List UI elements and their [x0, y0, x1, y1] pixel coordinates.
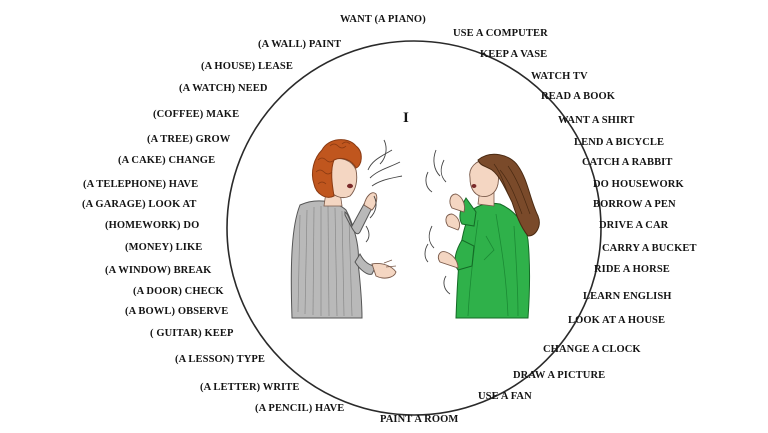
- label-borrow-a-pen: BORROW A PEN: [593, 199, 676, 210]
- label-ride-a-horse: RIDE A HORSE: [594, 264, 670, 275]
- label-a-lesson-type: (A LESSON) TYPE: [175, 354, 265, 365]
- label-catch-a-rabbit: CATCH A RABBIT: [582, 157, 673, 168]
- label-watch-tv: WATCH TV: [531, 71, 588, 82]
- label-do-housework: DO HOUSEWORK: [593, 179, 684, 190]
- label-learn-english: LEARN ENGLISH: [583, 291, 672, 302]
- label-change-a-clock: CHANGE A CLOCK: [543, 344, 641, 355]
- label-drive-a-car: DRIVE A CAR: [599, 220, 669, 231]
- speech-lines-right: [424, 149, 451, 295]
- label-homework-do: (HOMEWORK) DO: [105, 220, 200, 231]
- center-circle: [226, 40, 602, 416]
- label-use-a-computer: USE A COMPUTER: [453, 28, 548, 39]
- label-draw-a-picture: DRAW A PICTURE: [513, 370, 606, 381]
- label-a-watch-need: (A WATCH) NEED: [179, 83, 268, 94]
- label-a-telephone-have: (A TELEPHONE) HAVE: [83, 179, 199, 190]
- label-want-a-shirt: WANT A SHIRT: [558, 115, 635, 126]
- label-a-wall-paint: (A WALL) PAINT: [258, 39, 342, 50]
- woman-right-figure: [437, 153, 540, 319]
- center-label: I: [403, 110, 409, 126]
- label-carry-a-bucket: CARRY A BUCKET: [602, 243, 697, 254]
- label-a-house-lease: (A HOUSE) LEASE: [201, 61, 293, 72]
- woman-left-figure: [290, 139, 397, 319]
- label-guitar-keep: ( GUITAR) KEEP: [150, 328, 234, 339]
- label-a-garage-look-at: (A GARAGE) LOOK AT: [82, 199, 197, 210]
- label-a-bowl-observe: (A BOWL) OBSERVE: [125, 306, 229, 317]
- label-use-a-fan: USE A FAN: [478, 391, 532, 402]
- label-lend-a-bicycle: LEND A BICYCLE: [574, 137, 665, 148]
- label-coffee-make: (COFFEE) MAKE: [153, 109, 240, 120]
- label-want-a-piano: WANT (A PIANO): [340, 14, 426, 25]
- label-a-window-break: (A WINDOW) BREAK: [105, 265, 212, 276]
- label-a-cake-change: (A CAKE) CHANGE: [118, 155, 216, 166]
- speech-lines-left: [365, 139, 403, 243]
- label-look-at-a-house: LOOK AT A HOUSE: [568, 315, 666, 326]
- label-a-letter-write: (A LETTER) WRITE: [200, 382, 300, 393]
- label-a-tree-grow: (A TREE) GROW: [147, 134, 231, 145]
- label-money-like: (MONEY) LIKE: [125, 242, 203, 253]
- label-read-a-book: READ A BOOK: [541, 91, 616, 102]
- label-keep-a-vase: KEEP A VASE: [480, 49, 548, 60]
- label-paint-a-room: PAINT A ROOM: [380, 414, 459, 425]
- label-a-door-check: (A DOOR) CHECK: [133, 286, 224, 297]
- label-a-pencil-have: (A PENCIL) HAVE: [255, 403, 345, 414]
